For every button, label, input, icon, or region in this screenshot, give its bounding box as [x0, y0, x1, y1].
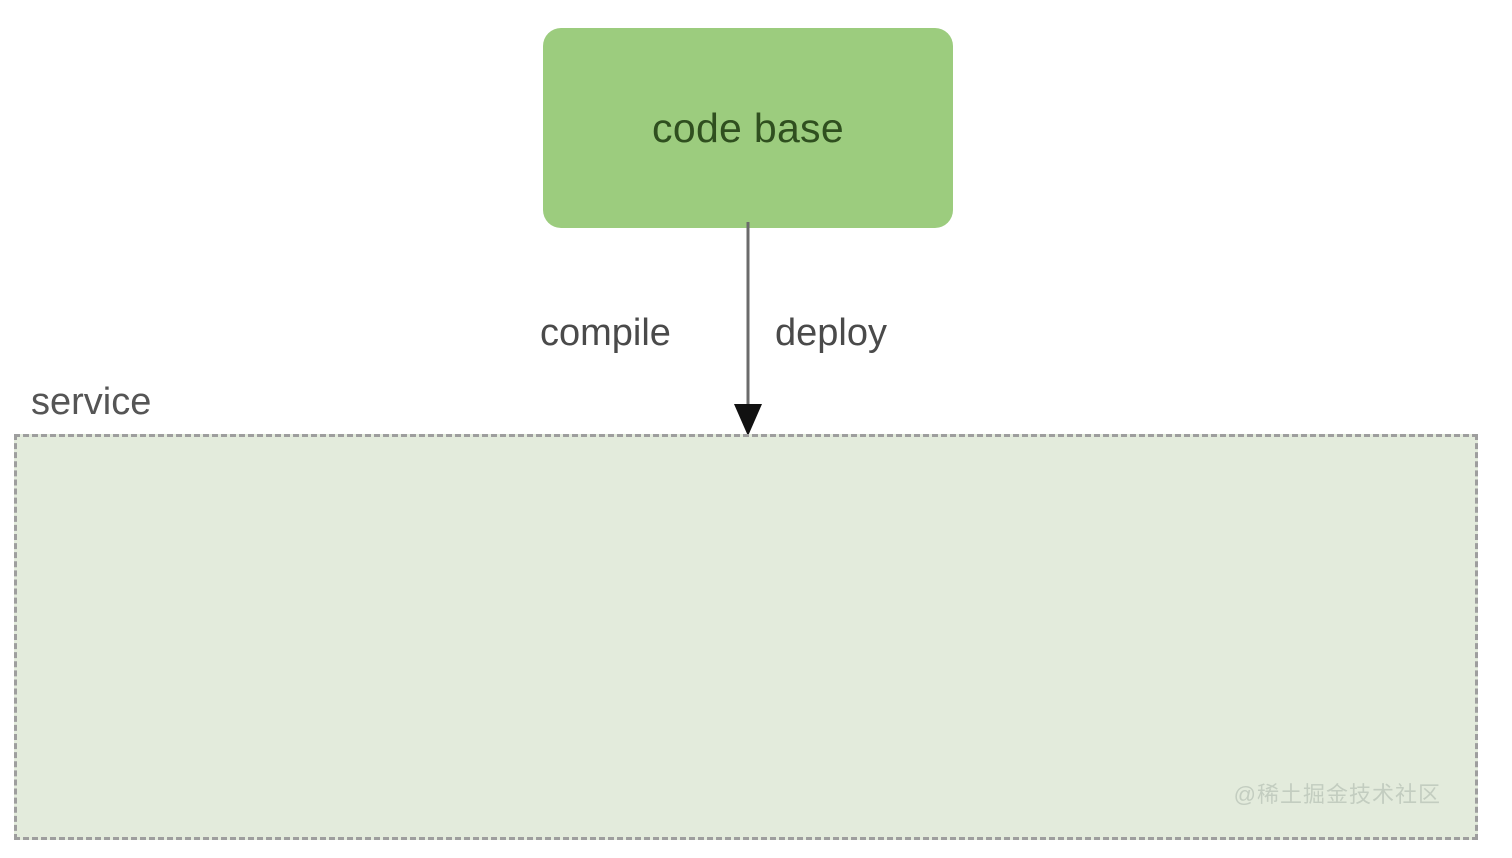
- group-label-service: service: [31, 381, 152, 423]
- node-code-base: code base: [543, 28, 953, 228]
- group-service: cluster instance instance instance @稀土掘金…: [14, 434, 1478, 840]
- edge-label-deploy: deploy: [775, 312, 887, 354]
- arrow-compile-deploy-icon: [734, 222, 762, 436]
- node-code-base-label: code base: [652, 104, 844, 151]
- edge-label-compile: compile: [540, 312, 671, 354]
- watermark: @稀土掘金技术社区: [1233, 782, 1441, 807]
